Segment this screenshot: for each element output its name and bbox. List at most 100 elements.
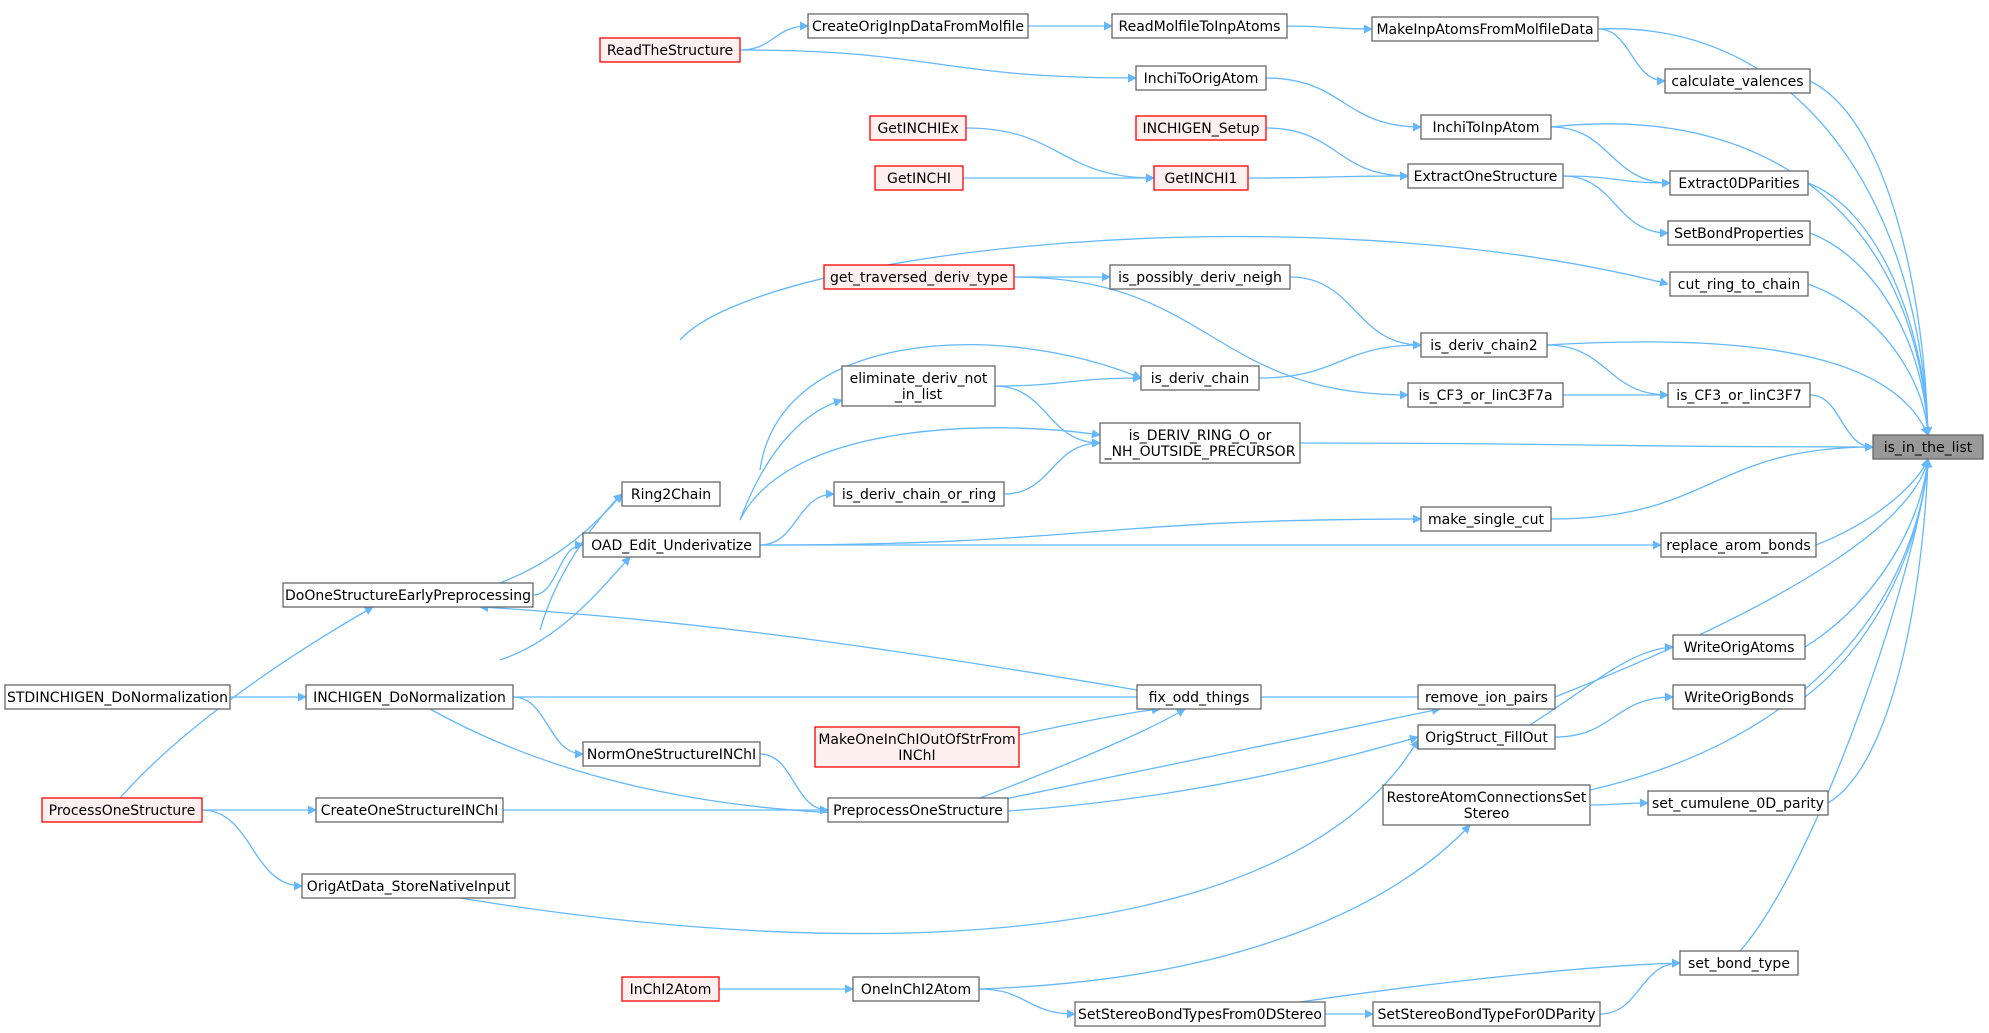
node-ExtractOneStructure[interactable]: ExtractOneStructure: [1407, 163, 1564, 189]
edge-SetBondProperties-to-is_in_the_list: [1809, 232, 1933, 436]
node-cut_ring_to_chain[interactable]: cut_ring_to_chain: [1669, 271, 1809, 297]
node-label: set_cumulene_0D_parity: [1652, 796, 1824, 812]
node-box: [599, 37, 741, 63]
node-box: [1669, 271, 1809, 297]
edge-eliminate_deriv_not_in_list-to-is_DERIV_RING_O_or_NH_OUTSIDE_PRECURSOR: [994, 385, 1101, 448]
node-label: WriteOrigBonds: [1684, 690, 1794, 706]
edge-NormOneStructureINChI-to-PreprocessOneStructure: [759, 753, 829, 815]
edge-GetINCHI1-to-ExtractOneStructure: [1247, 171, 1409, 181]
node-ReadTheStructure[interactable]: ReadTheStructure: [599, 37, 741, 63]
node-GetINCHI1[interactable]: GetINCHI1: [1153, 165, 1249, 191]
node-CreateOneStructureINChI[interactable]: CreateOneStructureINChI: [315, 797, 504, 823]
node-GetINCHI[interactable]: GetINCHI: [874, 165, 964, 191]
node-calculate_valences[interactable]: calculate_valences: [1664, 68, 1811, 94]
node-label: OneInChI2Atom: [861, 982, 971, 998]
edge-Ring2Chain-to-cut_ring_to_chain: [679, 235, 1669, 341]
node-eliminate_deriv_not_in_list[interactable]: eliminate_deriv_not_in_list: [841, 365, 996, 407]
node-Ring2Chain[interactable]: Ring2Chain: [621, 481, 721, 507]
node-box: [1664, 68, 1811, 94]
node-INCHIGEN_DoNormalization[interactable]: INCHIGEN_DoNormalization: [305, 684, 514, 710]
node-Extract0DParities[interactable]: Extract0DParities: [1669, 170, 1809, 196]
node-INCHIGEN_Setup[interactable]: INCHIGEN_Setup: [1135, 115, 1267, 141]
node-OneInChI2Atom[interactable]: OneInChI2Atom: [852, 976, 980, 1002]
node-box: [1135, 115, 1267, 141]
node-label: Extract0DParities: [1678, 176, 1799, 192]
node-label: ReadMolfileToInpAtoms: [1119, 19, 1281, 35]
node-DoOneStructureEarlyPreprocessing[interactable]: DoOneStructureEarlyPreprocessing: [282, 582, 534, 608]
node-is_deriv_chain_or_ring[interactable]: is_deriv_chain_or_ring: [833, 481, 1005, 507]
node-label: SetBondProperties: [1674, 226, 1804, 242]
node-InchiToOrigAtom[interactable]: InchiToOrigAtom: [1135, 65, 1267, 91]
node-is_deriv_chain2[interactable]: is_deriv_chain2: [1420, 332, 1548, 358]
node-PreprocessOneStructure[interactable]: PreprocessOneStructure: [827, 797, 1009, 823]
edge-OAD_Edit_Underivatize-to-is_deriv_chain: [759, 344, 1142, 471]
node-is_CF3_or_linC3F7a[interactable]: is_CF3_or_linC3F7a: [1407, 382, 1564, 408]
node-box: [1109, 264, 1291, 290]
edge-is_possibly_deriv_neigh-to-is_deriv_chain2: [1289, 276, 1422, 350]
node-box: [869, 115, 967, 141]
node-ProcessOneStructure[interactable]: ProcessOneStructure: [41, 797, 203, 823]
node-replace_arom_bonds[interactable]: replace_arom_bonds: [1660, 532, 1817, 558]
node-label: OrigStruct_FillOut: [1425, 730, 1548, 746]
edge-is_deriv_chain_or_ring-to-is_DERIV_RING_O_or_NH_OUTSIDE_PRECURSOR: [1003, 438, 1101, 495]
node-label: remove_ion_pairs: [1425, 690, 1548, 706]
nodes-layer: is_in_the_list CreateOrigInpDataFromMolfi…: [4, 13, 1984, 1027]
edge-is_CF3_or_linC3F7-to-is_in_the_list: [1809, 394, 1874, 452]
node-ReadMolfileToInpAtoms[interactable]: ReadMolfileToInpAtoms: [1111, 13, 1288, 39]
node-OrigAtData_StoreNativeInput[interactable]: OrigAtData_StoreNativeInput: [301, 873, 516, 899]
node-box: [1679, 950, 1799, 976]
node-box: [1667, 220, 1811, 246]
node-get_traversed_deriv_type[interactable]: get_traversed_deriv_type: [823, 264, 1015, 290]
node-SetStereoBondTypeFor0DParity[interactable]: SetStereoBondTypeFor0DParity: [1372, 1001, 1601, 1027]
node-is_CF3_or_linC3F7[interactable]: is_CF3_or_linC3F7: [1667, 382, 1811, 408]
node-set_cumulene_0D_parity[interactable]: set_cumulene_0D_parity: [1647, 790, 1829, 816]
node-is_in_the_list[interactable]: is_in_the_list: [1872, 434, 1984, 460]
edge-make_single_cut-to-is_in_the_list: [1550, 442, 1874, 520]
node-InchiToInpAtom[interactable]: InchiToInpAtom: [1420, 114, 1552, 140]
node-label: PreprocessOneStructure: [833, 803, 1003, 819]
node-box: [1407, 163, 1564, 189]
node-fix_odd_things[interactable]: fix_odd_things: [1136, 684, 1262, 710]
edge-ProcessOneStructure-to-DoOneStructureEarlyPreprocessing: [119, 606, 374, 799]
node-OrigStruct_FillOut[interactable]: OrigStruct_FillOut: [1417, 724, 1556, 750]
node-box: [1420, 114, 1552, 140]
node-OAD_Edit_Underivatize[interactable]: OAD_Edit_Underivatize: [582, 532, 761, 558]
edge-InchiToOrigAtom-to-InchiToInpAtom: [1265, 77, 1422, 132]
node-box: [1074, 1001, 1326, 1027]
edge-ExtractOneStructure-to-SetBondProperties: [1562, 175, 1669, 238]
node-remove_ion_pairs[interactable]: remove_ion_pairs: [1417, 684, 1556, 710]
edge-get_traversed_deriv_type-to-is_CF3_or_linC3F7a: [1013, 276, 1409, 400]
node-SetBondProperties[interactable]: SetBondProperties: [1667, 220, 1811, 246]
edge-cut_ring_to_chain-to-is_in_the_list: [1807, 283, 1933, 436]
node-box: [1136, 684, 1262, 710]
node-is_DERIV_RING_O_or_NH_OUTSIDE_PRECURSOR[interactable]: is_DERIV_RING_O_or_NH_OUTSIDE_PRECURSOR: [1099, 422, 1301, 464]
node-box: [305, 684, 514, 710]
node-box: [1420, 506, 1552, 532]
node-is_deriv_chain[interactable]: is_deriv_chain: [1140, 365, 1260, 391]
node-set_bond_type[interactable]: set_bond_type: [1679, 950, 1799, 976]
node-label: calculate_valences: [1671, 74, 1803, 90]
node-label: MakeInpAtomsFromMolfileData: [1376, 22, 1593, 38]
node-GetINCHIEx[interactable]: GetINCHIEx: [869, 115, 967, 141]
node-WriteOrigAtoms[interactable]: WriteOrigAtoms: [1672, 634, 1806, 660]
node-make_single_cut[interactable]: make_single_cut: [1420, 506, 1552, 532]
edge-fix_odd_things-to-DoOneStructureEarlyPreprocessing: [479, 602, 1138, 691]
node-WriteOrigBonds[interactable]: WriteOrigBonds: [1672, 684, 1806, 710]
edge-OrigStruct_FillOut-to-WriteOrigAtoms: [1529, 643, 1674, 726]
node-box: [1647, 790, 1829, 816]
edge-DoOneStructureEarlyPreprocessing-to-OAD_Edit_Underivatize: [532, 540, 584, 596]
edge-OneInChI2Atom-to-RestoreAtomConnectionsSetStereo: [978, 824, 1471, 990]
node-NormOneStructureINChI[interactable]: NormOneStructureINChI: [582, 741, 761, 767]
node-box: [841, 365, 996, 407]
node-CreateOrigInpDataFromMolfile[interactable]: CreateOrigInpDataFromMolfile: [807, 13, 1029, 39]
node-InChI2Atom[interactable]: InChI2Atom: [621, 976, 720, 1002]
node-label: is_CF3_or_linC3F7a: [1418, 388, 1552, 404]
node-MakeInpAtomsFromMolfileData[interactable]: MakeInpAtomsFromMolfileData: [1371, 16, 1599, 42]
node-SetStereoBondTypesFrom0DStereo[interactable]: SetStereoBondTypesFrom0DStereo: [1074, 1001, 1326, 1027]
node-label: InchiToOrigAtom: [1144, 71, 1259, 87]
node-STDINCHIGEN_DoNormalization[interactable]: STDINCHIGEN_DoNormalization: [4, 684, 231, 710]
node-is_possibly_deriv_neigh[interactable]: is_possibly_deriv_neigh: [1109, 264, 1291, 290]
node-box: [1417, 684, 1556, 710]
